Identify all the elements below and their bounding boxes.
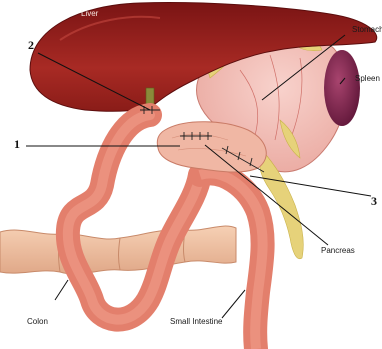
marker-3: 3 <box>371 195 377 207</box>
pancreas-label: Pancreas <box>321 247 355 255</box>
liver-label: Liver <box>81 10 98 18</box>
small-intestine-label: Small Intestine <box>170 318 222 326</box>
marker-2: 2 <box>28 39 34 51</box>
colon <box>0 226 236 274</box>
stomach-label: Stomach <box>352 26 382 34</box>
marker-1: 1 <box>14 138 20 150</box>
spleen <box>324 50 360 126</box>
colon-label: Colon <box>27 318 48 326</box>
spleen-label: Spleen <box>355 75 380 83</box>
